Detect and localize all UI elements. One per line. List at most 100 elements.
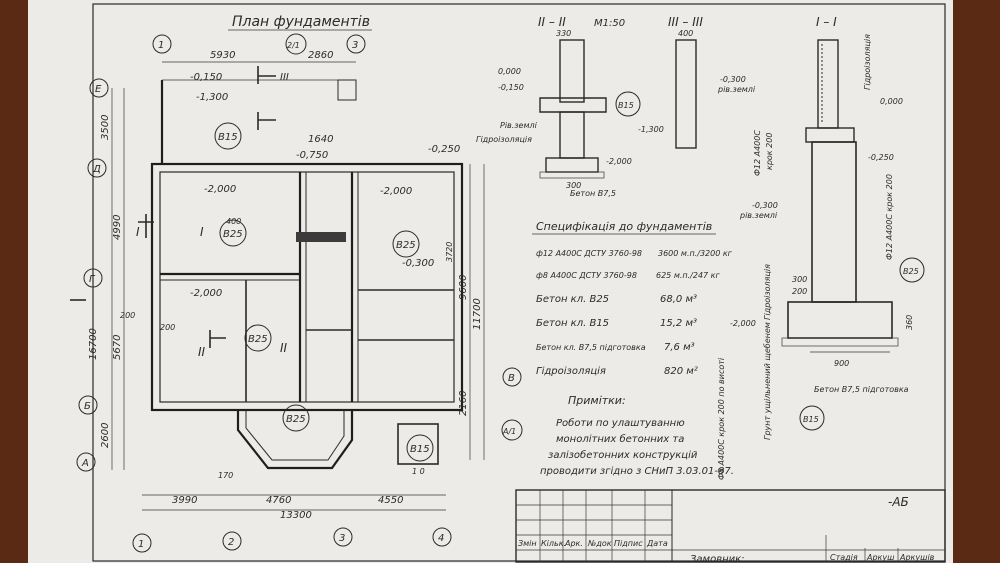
spec-value-2: 68,0 м³: [660, 294, 697, 305]
concrete-b25-1: В25: [223, 229, 243, 240]
section-i-prep: [781, 337, 899, 347]
dim-right-3: 2160: [458, 391, 469, 416]
section-ii-title: II – II: [538, 15, 566, 29]
s3-note-0: -0,300: [720, 75, 746, 84]
s2-note-1: -0,150: [498, 83, 524, 92]
dim-top-1: 5930: [210, 50, 235, 61]
tb-stage-1: Аркуш: [866, 553, 895, 562]
level-stair: -0,300: [402, 258, 434, 269]
section-ii-footing: [545, 157, 599, 173]
section-ii: II – II М1:50 0,000 -0,150 Рів.землі Гід…: [476, 15, 641, 198]
concrete-bubble: [615, 91, 641, 117]
level-porch: -0,250: [428, 144, 460, 155]
section-mark-iii-label: III: [280, 72, 289, 83]
concrete-bubble: [282, 404, 310, 432]
axis-bubble: [285, 33, 307, 55]
spec-title: Специфікація до фундаментів: [536, 220, 712, 233]
spec-item-0: ф12 А400С ДСТУ 3760-98: [536, 249, 642, 258]
axis-left-e: Е: [95, 84, 102, 95]
spec-item-3: Бетон кл. В15: [536, 318, 609, 329]
foundation-inner-wall: [159, 171, 455, 403]
s2-note-0: 0,000: [498, 67, 521, 76]
dim-left-3: 2600: [100, 423, 111, 448]
level-top: -0,750: [296, 150, 328, 161]
section-mark-i-label-inner: I: [200, 225, 204, 239]
spec-item-2: Бетон кл. В25: [536, 294, 609, 305]
concrete-bubble: [899, 257, 925, 283]
tb-col-0: Змін: [518, 539, 537, 548]
concrete-bubble: [392, 230, 420, 258]
spec-value-1: 625 м.п./247 кг: [656, 271, 721, 280]
section-i-footing: [787, 301, 893, 339]
s1-note-7: Ф12 А400С крок 200: [885, 174, 894, 260]
dim-left-1: 3500: [100, 115, 111, 140]
s1-note-4: -0,250: [868, 153, 894, 162]
sheet-frame: [92, 3, 946, 562]
section-i: I – I Гідроізоляція 0,000 Ф12 А400С крок…: [717, 15, 925, 480]
section-mark-ii-label-2: II: [280, 341, 288, 355]
axis-bottom-3: 3: [339, 533, 345, 544]
axis-bubble: [83, 268, 103, 288]
s1-note-2: Ф12 А400С: [753, 130, 762, 176]
spec-value-3: 15,2 м³: [660, 318, 697, 329]
hatched-beam: [296, 232, 346, 242]
section-mark-iii-bottom: [257, 112, 276, 130]
tb-col-1: Кільк.: [541, 539, 566, 548]
s2-note-5: Бетон В7,5: [570, 189, 616, 198]
small-dim-200: 200: [120, 311, 135, 320]
s1-note-16: Ф8 А400С крок 200 по висоті: [717, 357, 726, 480]
dim-top-2: 2860: [308, 50, 333, 61]
axis-bubble: [222, 531, 242, 551]
axis-bubble: [87, 158, 107, 178]
axis-right-v: В: [508, 373, 515, 384]
concrete-bubble: [219, 219, 247, 247]
s2-note-3: Гідроізоляція: [476, 135, 532, 144]
s1-note-3: крок 200: [765, 133, 774, 170]
tb-col-5: Дата: [646, 539, 668, 548]
notes-line-1: монолітних бетонних та: [556, 433, 684, 445]
concrete-bubble: [244, 324, 272, 352]
section-mark-ii: [209, 330, 226, 348]
s1-note-17: Грунт ущільнений щебенем: [763, 322, 772, 440]
bay-window-wall: [236, 410, 354, 470]
axis-bottom-4: 4: [438, 533, 444, 544]
dim-right-2: 11700: [472, 298, 483, 330]
concrete-bubble: [406, 434, 434, 462]
spec-value-4: 7,6 м³: [664, 342, 695, 353]
dim-bottom-3: 4550: [378, 495, 403, 506]
section-mark-i-label: I: [136, 225, 140, 239]
notes-line-2: залізобетонних конструкцій: [548, 449, 698, 461]
axis-bottom-1: 1: [138, 539, 144, 550]
s3-note-1: рів.землі: [717, 85, 756, 94]
section-i-title: I – I: [816, 15, 837, 29]
tb-stage-0: Стадія: [830, 553, 858, 562]
dim-top-3: 1640: [308, 134, 333, 145]
level-room-2: -2,000: [380, 186, 412, 197]
tb-col-4: Підпис: [614, 539, 643, 548]
dim-right-4: 3720: [445, 242, 454, 262]
s2-note-4: -2,000: [606, 157, 632, 166]
section-ii-stem: [559, 111, 585, 159]
section-iii-title: III – III: [668, 15, 703, 29]
tb-stage-2: Аркушів: [899, 553, 935, 562]
axis-bubble: [346, 34, 366, 54]
s1-note-13: 200: [792, 287, 807, 296]
section-scale: М1:50: [594, 18, 625, 29]
section-mark-iii-top: [257, 66, 276, 84]
s2-note-8: 330: [556, 29, 571, 38]
axis-bottom-2: 2: [228, 537, 234, 548]
drawing-sheet: [28, 0, 953, 563]
tb-code: -АБ: [888, 495, 909, 509]
concrete-b15-top: В15: [218, 132, 238, 143]
s2-concrete: В15: [618, 101, 634, 110]
concrete-bubble: [799, 405, 825, 431]
section-ii-prep: [539, 171, 605, 179]
tb-col-2: Арк.: [564, 539, 583, 548]
small-dim-400: 400: [226, 217, 241, 226]
level-room-1: -2,000: [204, 184, 236, 195]
s1-note-8: Гідроізоляція: [763, 264, 772, 320]
s1-note-6: рів.землі: [739, 211, 778, 220]
dim-bottom-2: 4760: [266, 495, 291, 506]
